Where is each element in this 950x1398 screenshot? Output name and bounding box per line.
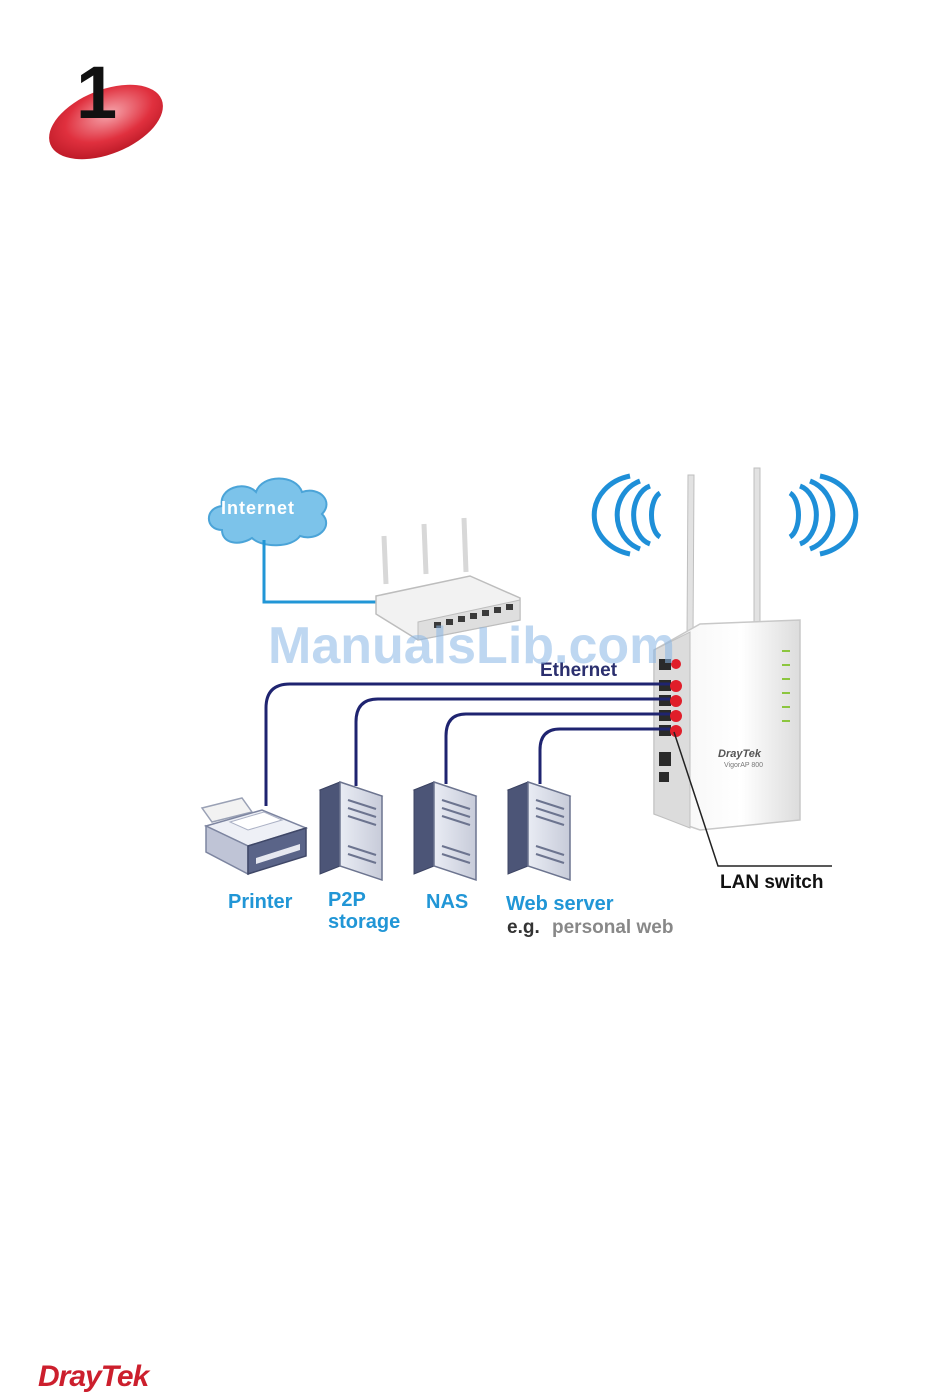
wifi-signal-icon [594,476,856,554]
ap-brand-label: DrayTek [718,748,761,760]
p2p-storage-label-line1: P2P [328,889,366,911]
web-server-icon [508,782,570,880]
web-server-label: Web server [506,893,613,915]
draytek-logo: DrayTek [38,1360,148,1394]
lan-switch-label: LAN switch [720,872,823,894]
nas-label: NAS [426,891,468,913]
p2p-storage-server-icon [320,782,382,880]
web-server-example-text: personal web [552,917,673,939]
web-server-example-prefix: e.g. [507,917,540,939]
internet-label: Internet [221,498,295,519]
access-point-icon [654,468,800,830]
ap-model-label: VigorAP 800 [724,762,763,769]
watermark: ManualsLib.com [268,616,675,676]
internet-cable [264,540,380,602]
p2p-storage-label-line2: storage [328,911,400,933]
printer-label: Printer [228,891,292,913]
nas-server-icon [414,782,476,880]
printer-icon [202,798,306,874]
